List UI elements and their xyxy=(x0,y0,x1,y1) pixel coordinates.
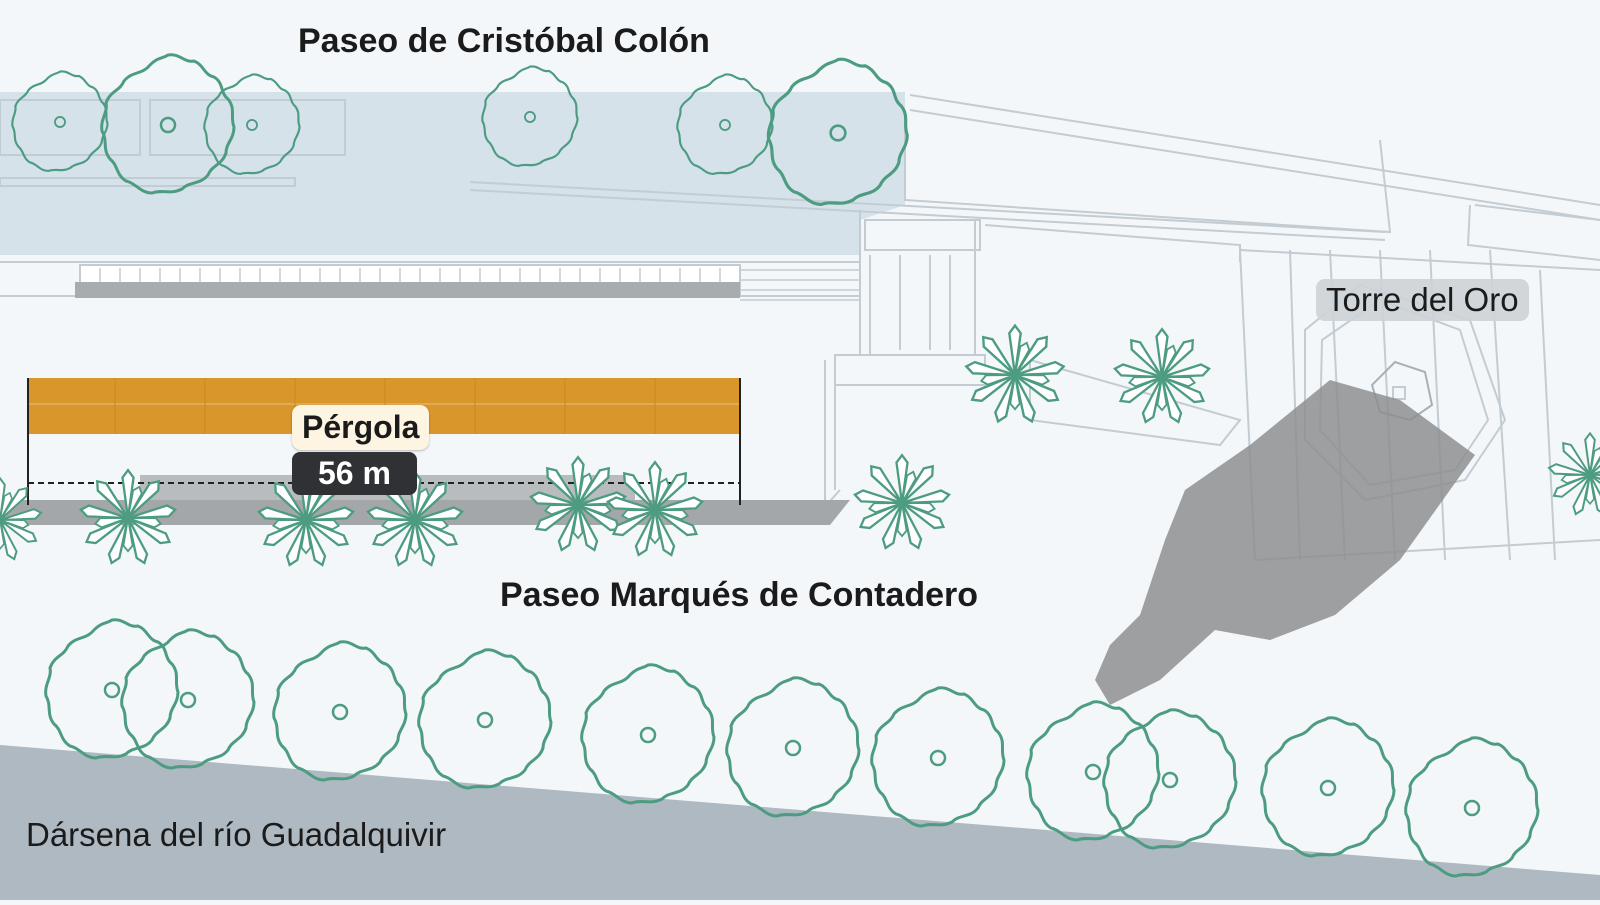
pergola-length-label: 56 m xyxy=(292,452,417,495)
river-area xyxy=(0,745,1600,900)
tower-label: Torre del Oro xyxy=(1316,279,1529,321)
tower-shadow xyxy=(1095,380,1475,705)
river-label: Dársena del río Guadalquivir xyxy=(26,816,447,853)
pergola-label: Pérgola xyxy=(292,405,430,450)
street-label-top: Paseo de Cristóbal Colón xyxy=(298,22,710,60)
plaza-area xyxy=(0,92,905,255)
street-label-bottom: Paseo Marqués de Contadero xyxy=(500,576,979,614)
